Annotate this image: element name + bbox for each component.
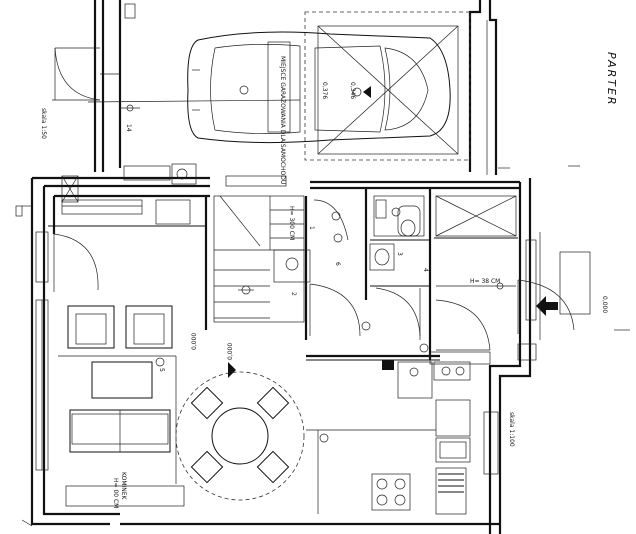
scale-house-label: skala 1:100 bbox=[508, 412, 515, 447]
dining-level-label: 0,000 bbox=[227, 343, 234, 360]
entrance-hall: H= 38 CM 0,000 bbox=[429, 195, 608, 365]
room-number-3: 2 bbox=[290, 292, 297, 296]
car-level-label-2: 0,346 bbox=[349, 82, 356, 99]
scale-garage-label: skala 1:50 bbox=[40, 108, 47, 139]
room-markers: 14 1 2 3 4 5 6 bbox=[125, 124, 429, 443]
room-number-1: 14 bbox=[125, 124, 132, 132]
entry-height-label: H= 38 CM bbox=[470, 278, 500, 285]
room-number-5: 4 bbox=[422, 268, 429, 272]
stair-height-label: H= 300 CM bbox=[288, 206, 295, 240]
fireplace-height-label: H= 00 CM bbox=[112, 478, 119, 508]
car-outline: MIEJSCE GARAZOWANIA DLA SAMOCHODU 0,376 … bbox=[187, 31, 451, 184]
dining-area: 0,000 bbox=[175, 343, 305, 501]
fireplace-label: KOMINEK bbox=[120, 472, 127, 501]
garage bbox=[52, 0, 498, 175]
entry-level-label: 0,000 bbox=[601, 296, 608, 313]
staircase: H= 300 CM bbox=[213, 195, 311, 323]
living-room: KOMINEK H= 00 CM 0,000 bbox=[58, 305, 198, 508]
room-number-7: 6 bbox=[334, 262, 341, 266]
room-number-6: 5 bbox=[158, 368, 165, 372]
kitchen bbox=[306, 360, 471, 515]
floor-title: PARTER bbox=[605, 52, 618, 107]
bathroom bbox=[369, 195, 425, 271]
door-swings bbox=[53, 199, 575, 351]
living-level-label: 0,000 bbox=[191, 333, 198, 350]
technical-strip bbox=[61, 163, 287, 225]
interior-walls bbox=[48, 188, 518, 361]
exterior-markers bbox=[15, 165, 630, 527]
room-number-4: 3 bbox=[396, 252, 403, 256]
car-level-label-1: 0,376 bbox=[321, 82, 328, 99]
room-number-2: 1 bbox=[308, 226, 315, 230]
car-parking-note: MIEJSCE GARAZOWANIA DLA SAMOCHODU bbox=[279, 56, 286, 184]
